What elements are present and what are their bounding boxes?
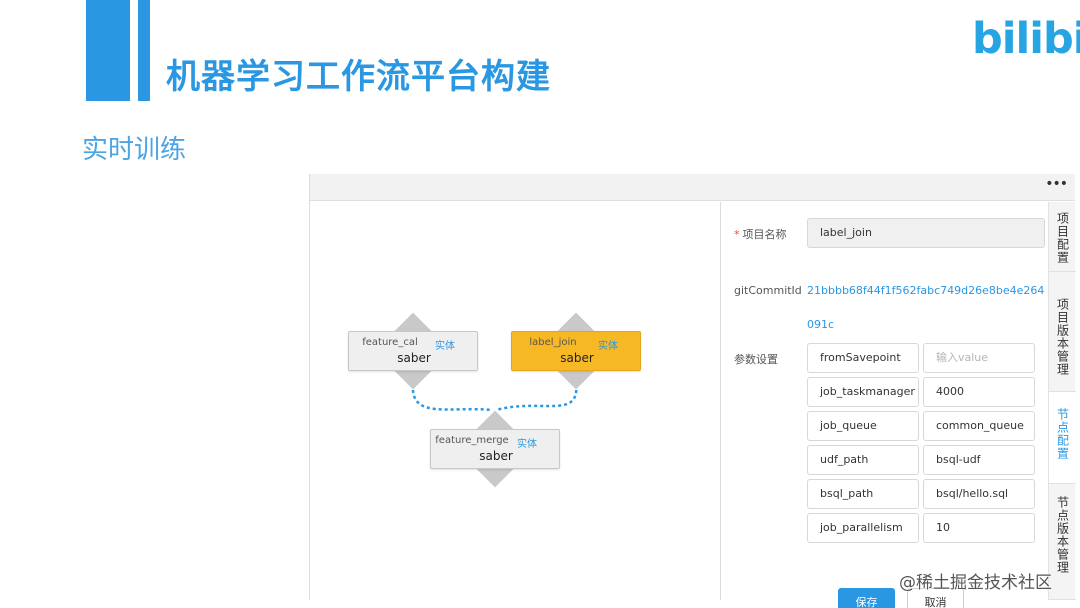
- param-value-input[interactable]: bsql-udf: [923, 445, 1035, 475]
- title-accent-bar: [86, 0, 130, 101]
- workflow-canvas[interactable]: feature_cal 实体 saber label_join 实体 saber…: [310, 202, 720, 600]
- tab-node-version[interactable]: 节点版本管理: [1049, 484, 1076, 600]
- bilibili-logo: bilibili: [972, 14, 1080, 64]
- node-type: saber: [479, 449, 513, 463]
- param-value-input[interactable]: 输入value: [923, 343, 1035, 373]
- section-subtitle: 实时训练: [82, 135, 187, 165]
- tab-project-version[interactable]: 项目版本管理: [1049, 272, 1076, 392]
- node-type: saber: [560, 351, 594, 365]
- cancel-button[interactable]: 取消: [907, 588, 964, 608]
- node-name: feature_cal: [362, 337, 418, 348]
- slide-title: 机器学习工作流平台构建: [166, 57, 551, 97]
- app-toolbar: •••: [310, 174, 1075, 201]
- project-name-label: *项目名称: [734, 228, 787, 241]
- node-card[interactable]: feature_cal 实体 saber: [348, 331, 478, 371]
- param-key-input[interactable]: job_queue: [807, 411, 919, 441]
- node-tag: 实体: [435, 341, 455, 352]
- git-commit-label: gitCommitId: [734, 284, 802, 297]
- node-name: label_join: [529, 337, 577, 348]
- required-asterisk: *: [734, 228, 740, 241]
- tab-project-config[interactable]: 项目配置: [1049, 202, 1076, 272]
- panel-divider[interactable]: [720, 202, 721, 600]
- node-tag: 实体: [517, 439, 537, 450]
- save-button[interactable]: 保存: [838, 588, 895, 608]
- params-label: 参数设置: [734, 353, 778, 366]
- param-key-input[interactable]: job_parallelism: [807, 513, 919, 543]
- node-type: saber: [397, 351, 431, 365]
- node-links: [411, 383, 578, 412]
- link-feature-cal-to-merge: [411, 383, 493, 412]
- param-value-input[interactable]: 10: [923, 513, 1035, 543]
- param-key-input[interactable]: job_taskmanager: [807, 377, 919, 407]
- node-name: feature_merge: [435, 435, 509, 446]
- param-key-input[interactable]: bsql_path: [807, 479, 919, 509]
- watermark: @稀土掘金技术社区: [899, 573, 1052, 593]
- node-tag: 实体: [598, 341, 618, 352]
- param-value-input[interactable]: bsql/hello.sql: [923, 479, 1035, 509]
- more-icon[interactable]: •••: [1045, 176, 1068, 192]
- node-config-form: *项目名称 label_join gitCommitId 21bbbb68f44…: [721, 202, 1048, 608]
- git-commit-link[interactable]: 21bbbb68f44f1f562fabc749d26e8be4e264091c: [807, 284, 1045, 331]
- workflow-app-window: ••• feature_cal 实体 saber label_join 实体 s…: [309, 174, 1076, 608]
- param-value-input[interactable]: 4000: [923, 377, 1035, 407]
- node-card[interactable]: feature_merge 实体 saber: [430, 429, 560, 469]
- param-key-input[interactable]: fromSavepoint: [807, 343, 919, 373]
- side-tabs: 项目配置 项目版本管理 节点配置 节点版本管理: [1048, 202, 1076, 600]
- node-card[interactable]: label_join 实体 saber: [511, 331, 641, 371]
- tab-node-config[interactable]: 节点配置: [1049, 392, 1076, 484]
- link-label-join-to-merge: [495, 383, 578, 412]
- param-value-input[interactable]: common_queue: [923, 411, 1035, 441]
- title-accent-bar-thin: [138, 0, 150, 101]
- param-key-input[interactable]: udf_path: [807, 445, 919, 475]
- project-name-input[interactable]: label_join: [807, 218, 1045, 248]
